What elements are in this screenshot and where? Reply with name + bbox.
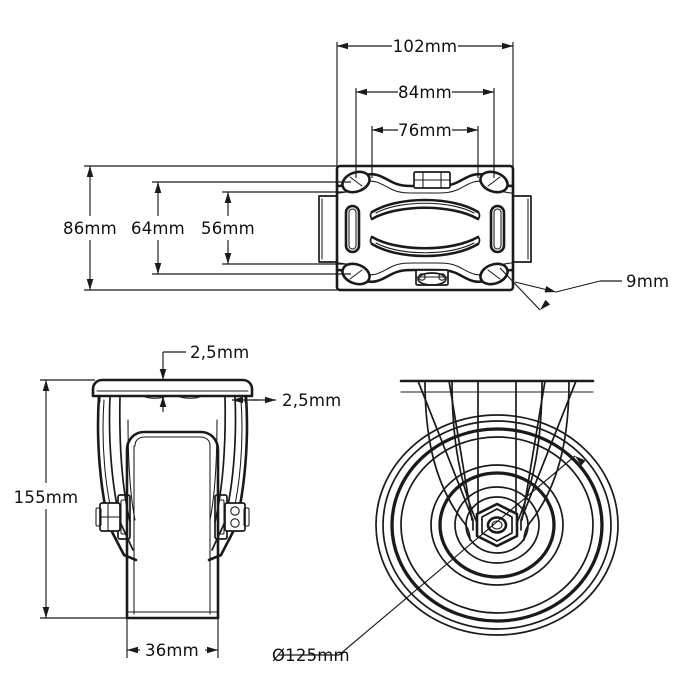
arc-rib-upper-outer <box>370 198 480 214</box>
dimension-label-2-5mm-side: 2,5mm <box>282 391 341 410</box>
plate-top-center-rivet <box>413 171 451 189</box>
dimension-label-56mm: 56mm <box>201 219 255 238</box>
dimension-36mm: 36mm <box>126 618 219 660</box>
dimension-76mm: 76mm <box>372 121 478 140</box>
arc-rib-lower-inner <box>370 235 480 250</box>
dimension-label-36mm: 36mm <box>145 641 199 660</box>
leader-125-diagonal <box>338 455 576 656</box>
wheel-ring-inner-1 <box>400 436 594 614</box>
side-wheel-inner-line <box>134 436 211 615</box>
arc-rib-upper-inner <box>370 206 480 221</box>
side-plate-dimple-left <box>142 395 168 399</box>
plate-left-tab <box>318 195 338 263</box>
wheel-ring-hubring-1 <box>430 464 564 586</box>
arc-rib-lower-hl <box>375 242 475 254</box>
plate-outline <box>335 164 515 292</box>
dimension-125mm-diameter: Ø125mm <box>272 453 586 665</box>
plate-arc-ribs <box>369 198 481 258</box>
dimension-label-102mm: 102mm <box>393 37 458 56</box>
wheel-ring-tread <box>390 427 604 623</box>
bolt-hole-top-right <box>479 170 509 194</box>
dimension-56mm: 56mm <box>201 192 255 264</box>
bolt-hole-bottom-left <box>341 262 371 286</box>
arc-rib-lower-outer <box>370 242 480 258</box>
dimension-64mm: 64mm <box>131 182 185 274</box>
bolt-hole-top-left <box>341 170 371 194</box>
front-fork-foot-right <box>523 519 533 541</box>
dimension-9mm: 9mm <box>499 267 669 313</box>
wheel-ring-hubring-2 <box>438 471 556 579</box>
dimension-label-76mm: 76mm <box>398 121 452 140</box>
top-view-plate <box>318 164 532 292</box>
arc-rib-upper-cap-r <box>477 211 481 220</box>
front-fork-rib-2b <box>451 380 479 526</box>
dimension-155mm: 155mm <box>14 379 130 619</box>
slot-right <box>489 204 506 254</box>
side-wheel-body <box>125 430 220 620</box>
dimension-label-155mm: 155mm <box>14 488 79 507</box>
front-axle-hex-nut <box>475 502 519 548</box>
arc-rib-lower-cap-l <box>369 236 373 245</box>
top-view-vertical-dimensions: 86mm 64mm 56mm <box>63 165 351 291</box>
dimension-label-86mm: 86mm <box>63 219 117 238</box>
slot-left <box>344 204 361 254</box>
front-fork-rib-1 <box>424 380 463 521</box>
dimension-86mm: 86mm <box>63 166 117 290</box>
front-fork-foot-left <box>461 519 471 541</box>
wheel-ring-hubring-3 <box>454 486 540 564</box>
plate-right-tab <box>512 195 532 263</box>
dimension-label-9mm: 9mm <box>626 272 669 291</box>
dimension-label-84mm: 84mm <box>398 83 452 102</box>
top-view-horizontal-dimensions: 102mm 84mm 76mm <box>336 37 514 178</box>
leader-9mm-horiz <box>555 280 601 293</box>
front-fork-rib-6 <box>531 380 570 521</box>
dimension-102mm: 102mm <box>337 37 513 56</box>
dimension-2-5mm-side: 2,5mm <box>232 391 341 410</box>
wheel-ring-outer-1 <box>375 414 619 636</box>
dimension-label-64mm: 64mm <box>131 219 185 238</box>
plate-bolt-holes <box>341 170 509 286</box>
dimension-label-2-5mm-top: 2,5mm <box>190 343 249 362</box>
side-view-caster <box>91 378 254 620</box>
side-axle-right <box>214 494 250 540</box>
arc-rib-upper-hl <box>375 202 475 214</box>
arc-rib-lower-cap-r <box>477 236 481 245</box>
side-fork-right-rib4 <box>209 419 218 521</box>
side-plate-dimple-right <box>177 395 203 399</box>
leader-9mm-lower <box>499 267 541 311</box>
side-axle-left <box>95 494 131 540</box>
dimension-label-125mm: Ø125mm <box>272 646 350 665</box>
side-plate-body <box>91 378 254 398</box>
dimension-84mm: 84mm <box>356 83 494 102</box>
plate-side-slots <box>344 204 506 254</box>
dimension-2-5mm-top: 2,5mm <box>159 343 249 412</box>
wheel-ring-outer-2 <box>382 420 612 630</box>
arc-rib-upper-cap-l <box>369 211 373 220</box>
side-view-dimensions: 2,5mm 2,5mm 155mm 36mm <box>14 343 342 660</box>
plate-bottom-center-rivet <box>415 269 449 286</box>
